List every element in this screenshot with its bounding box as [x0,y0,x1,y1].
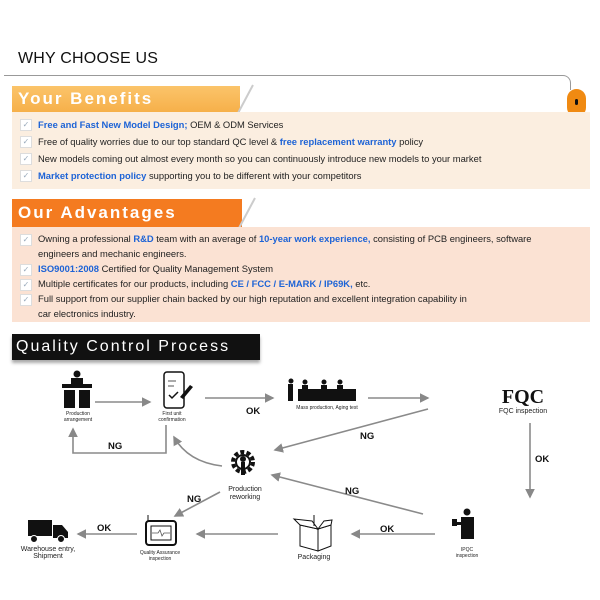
benefits-heading: Your Benefits [12,86,240,112]
highlight: ISO9001:2008 [38,263,99,274]
arrow [173,491,221,517]
item-text: Owning a professional [38,233,134,244]
highlight: 10-year work experience, [258,233,371,244]
list-item: ✓ Market protection policy supporting you… [20,167,590,184]
list-item: ✓ ISO9001:2008 Certified for Quality Mana… [20,261,590,276]
benefits-list: ✓ Free and Fast New Model Design; OEM & O… [12,112,590,189]
node-label: confirmation [158,417,185,423]
gear-wrench-icon [231,450,255,475]
node-label: Warehouse entry, [21,546,76,553]
highlight: R&D [133,233,154,244]
check-icon: ✓ [20,279,32,291]
arrow [173,435,223,467]
warehouse-node: Warehouse entry, Shipment [21,520,76,560]
ng-label: NG [345,486,359,497]
packaging-node: Packaging [292,515,333,561]
item-text: Certified for Quality Management System [98,263,274,274]
check-icon: ✓ [20,119,32,131]
highlight: CE / FCC / E-MARK / IP69K, [230,278,353,289]
assembly-line-icon [288,378,356,401]
list-item: ✓ Multiple certificates for our products,… [20,276,590,291]
check-icon: ✓ [20,294,32,306]
divider-line [4,75,571,90]
advantages-list: ✓ Owning a professional R&D team with an … [12,227,590,322]
node-label: Production [66,411,90,417]
item-text: car electronics industry. [38,308,136,319]
mass-production-node: Mass production, Aging test [288,378,358,411]
node-label: FQC inspection [499,408,547,415]
production-reworking-node: Production reworking [228,450,262,501]
ng-label: NG [108,441,122,452]
ok-label: OK [535,454,549,465]
ok-label: OK [97,523,111,534]
list-item: ✓ Free and Fast New Model Design; OEM & O… [20,116,590,133]
node-label: Shipment [33,553,63,560]
check-icon: ✓ [20,170,32,182]
highlight: Market protection policy [38,170,147,181]
ok-label: OK [380,524,394,535]
qc-flow-diagram: OK NG OK NG NG NG OK OK Production arran… [21,370,549,562]
truck-icon [28,520,68,543]
item-text: engineers and mechanic engineers. [38,248,187,259]
node-label: Quality Assurance [140,550,181,556]
node-label: Packaging [298,554,331,561]
fqc-node: FQC FQC inspection [499,386,547,415]
check-icon: ✓ [20,234,32,246]
item-text: New models coming out almost every month… [38,153,482,164]
item-text: OEM & ODM Services [187,119,284,130]
node-label: arrangement [64,417,93,423]
ipqc-node: IPQC inspection [452,508,479,559]
check-icon: ✓ [20,153,32,165]
monitor-icon [145,515,177,546]
first-unit-node: First unit confirmation [158,371,193,423]
fqc-logo: FQC [502,386,544,408]
node-label: Mass production, Aging test [296,405,358,411]
node-label: IPQC [461,547,474,553]
advantages-heading: Our Advantages [12,199,242,227]
item-text: Full support from our supplier chain bac… [38,293,467,304]
worker-icon [62,370,92,408]
node-label: First unit [162,411,182,417]
inspector-icon [452,508,474,539]
list-item: ✓ Owning a professional R&D team with an … [20,231,590,261]
item-text: Free of quality worries due to our top s… [38,136,280,147]
arrow [68,425,167,454]
page-title: WHY CHOOSE US [18,50,159,67]
check-icon: ✓ [20,136,32,148]
item-text: supporting you to be different with your… [146,170,362,181]
edge-labels: OK NG OK NG NG NG OK OK [97,406,549,535]
highlight: free replacement warranty [279,136,397,147]
qa-node: Quality Assurance inspection [140,515,181,562]
highlight: Free and Fast New Model Design; [38,119,188,130]
checklist-pen-icon [163,371,193,409]
item-text: etc. [352,278,371,289]
scroll-pill-icon [567,89,586,117]
arrow [273,408,429,453]
qc-heading: Quality Control Process [12,334,260,360]
ng-label: NG [360,431,374,442]
box-icon [292,515,333,552]
flow-arrows [68,393,535,539]
node-label: reworking [230,494,260,501]
production-arrangement-node: Production arrangement [62,370,93,423]
check-icon: ✓ [20,264,32,276]
item-text: Multiple certificates for our products, … [38,278,231,289]
node-label: inspection [456,553,479,559]
item-text: team with an average of [153,233,259,244]
item-text: policy [396,136,424,147]
list-item: ✓ Full support from our supplier chain ba… [20,291,590,321]
node-label: inspection [149,556,172,562]
arrow [270,472,424,515]
node-label: Production [228,486,262,493]
list-item: ✓ New models coming out almost every mont… [20,150,590,167]
item-text: consisting of PCB engineers, software [370,233,532,244]
list-item: ✓ Free of quality worries due to our top … [20,133,590,150]
ok-label: OK [246,406,260,417]
ng-label: NG [187,494,201,505]
